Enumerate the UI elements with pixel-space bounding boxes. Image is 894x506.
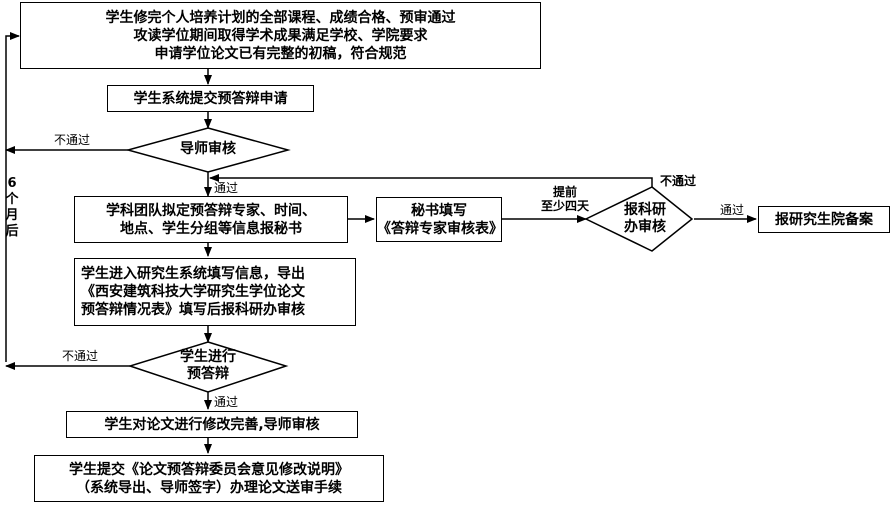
team-plan-line-2: 地点、学生分组等信息报秘书 <box>120 220 302 237</box>
office-pass-label: 通过 <box>720 203 745 217</box>
graduate-school-box: 报研究生院备案 <box>758 206 890 233</box>
office-review-label: 报科研 办审核 <box>610 202 680 236</box>
office-fail-label: 不通过 <box>660 174 697 188</box>
secretary-box: 秘书填写 《答辩专家审核表》 <box>376 197 503 242</box>
revise-text: 学生对论文进行修改完善,导师审核 <box>104 416 320 433</box>
secretary-line-1: 秘书填写 <box>411 202 467 219</box>
submit-application-box: 学生系统提交预答辩申请 <box>107 85 314 112</box>
team-plan-box: 学科团队拟定预答辩专家、时间、 地点、学生分组等信息报秘书 <box>74 196 348 243</box>
submit-application-text: 学生系统提交预答辩申请 <box>133 90 288 107</box>
requirements-line-2: 攻读学位期间取得学术成果满足学校、学院要求 <box>133 27 428 44</box>
tutor-review-label: 导师审核 <box>168 141 248 158</box>
six-months-char-1: 6 <box>7 176 17 191</box>
office-review-line-2: 办审核 <box>624 219 666 235</box>
graduate-school-text: 报研究生院备案 <box>775 211 873 228</box>
final-line-2: （系统导出、导师签字）办理论文送审手续 <box>76 479 342 496</box>
defense-line-2: 预答辩 <box>187 366 229 382</box>
tutor-review-diamond <box>125 127 291 173</box>
six-months-char-2: 个 <box>5 192 19 207</box>
advance-label: 提前 至少四天 <box>536 185 594 213</box>
defense-pass-label: 通过 <box>214 395 239 409</box>
six-months-char-4: 后 <box>5 224 19 239</box>
requirements-line-1: 学生修完个人培养计划的全部课程、成绩合格、预审通过 <box>105 9 456 26</box>
requirements-box: 学生修完个人培养计划的全部课程、成绩合格、预审通过 攻读学位期间取得学术成果满足… <box>20 2 541 69</box>
fill-info-line-3: 预答辩情况表》填写后报科研办审核 <box>81 302 305 318</box>
defense-label: 学生进行 预答辩 <box>168 349 248 383</box>
requirements-line-3: 申请学位论文已有完整的初稿，符合规范 <box>154 45 407 62</box>
six-months-char-3: 月 <box>5 208 19 223</box>
final-line-1: 学生提交《论文预答辩委员会意见修改说明》 <box>69 461 349 478</box>
tutor-review-text: 导师审核 <box>180 141 236 157</box>
advance-line-2: 至少四天 <box>540 199 589 213</box>
six-months-later-label: 6 个 月 后 <box>4 176 20 240</box>
revise-box: 学生对论文进行修改完善,导师审核 <box>66 411 358 438</box>
fill-info-box: 学生进入研究生系统填写信息，导出 《西安建筑科技大学研究生学位论文 预答辩情况表… <box>74 258 356 326</box>
defense-fail-label: 不通过 <box>62 349 99 363</box>
secretary-line-2: 《答辩专家审核表》 <box>377 220 503 237</box>
tutor-fail-label: 不通过 <box>54 133 91 147</box>
advance-line-1: 提前 <box>552 185 577 199</box>
loop-line <box>5 32 20 362</box>
team-plan-line-1: 学科团队拟定预答辩专家、时间、 <box>106 202 316 219</box>
office-review-diamond <box>584 186 694 252</box>
defense-diamond <box>127 341 289 393</box>
fill-info-line-1: 学生进入研究生系统填写信息，导出 <box>81 266 305 282</box>
tutor-pass-label: 通过 <box>214 181 239 195</box>
defense-line-1: 学生进行 <box>180 349 236 365</box>
fill-info-line-2: 《西安建筑科技大学研究生学位论文 <box>81 284 305 300</box>
final-box: 学生提交《论文预答辩委员会意见修改说明》 （系统导出、导师签字）办理论文送审手续 <box>34 455 384 502</box>
office-review-line-1: 报科研 <box>624 202 666 218</box>
arrow-office-fail <box>209 174 653 187</box>
